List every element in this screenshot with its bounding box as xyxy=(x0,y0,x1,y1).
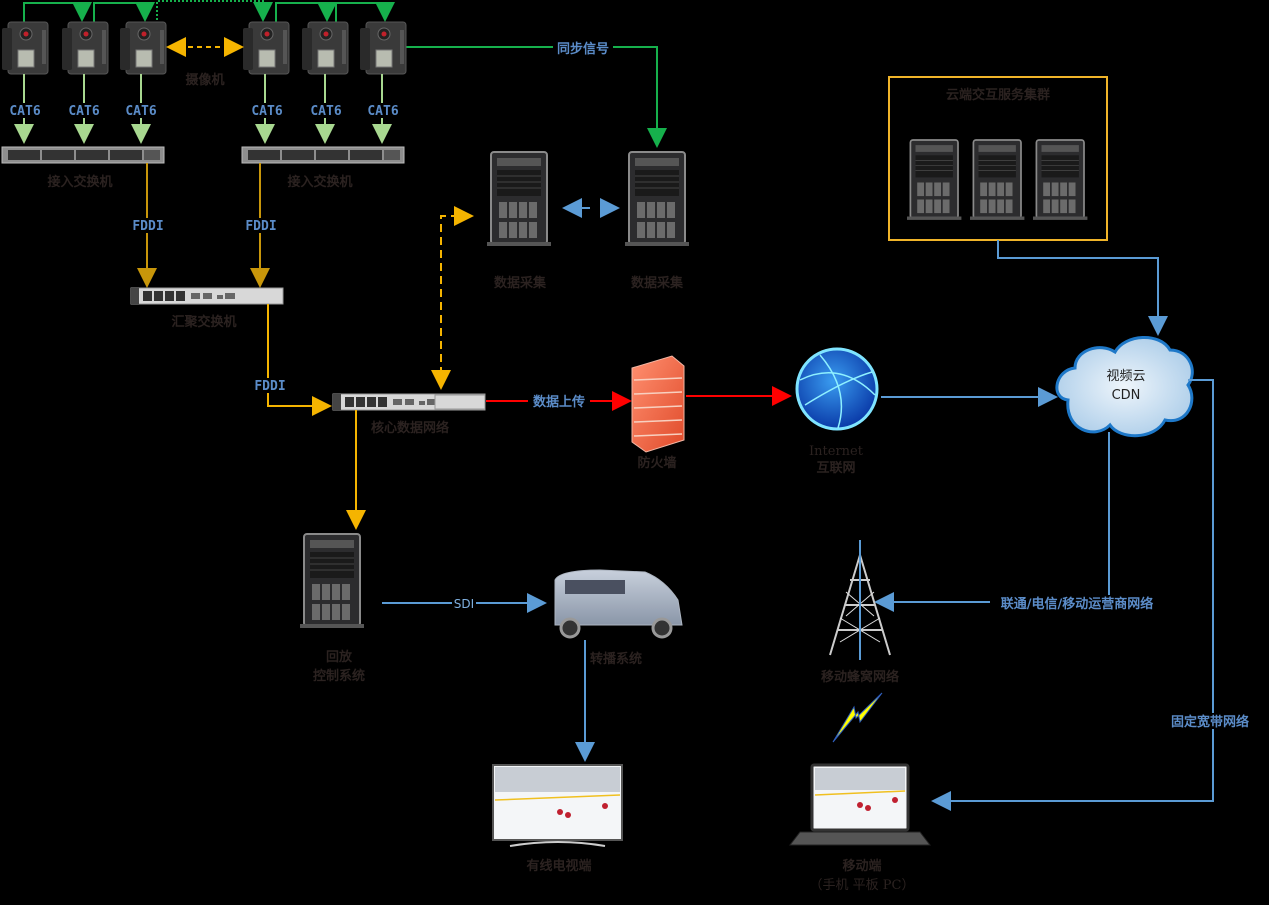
cat6-label: CAT6 xyxy=(310,104,341,119)
internet-label-cn: 互联网 xyxy=(816,461,855,476)
mobile-client-label-line1: 移动端 xyxy=(842,858,881,874)
cable-tv-label: 有线电视端 xyxy=(526,858,591,874)
camera-3[interactable] xyxy=(119,21,167,75)
fddi-label-3: FDDI xyxy=(254,379,285,394)
replay-server[interactable] xyxy=(299,533,365,629)
mobile-client-label-line2: （手机 平板 PC） xyxy=(810,878,915,893)
cell-tower-label: 移动蜂窝网络 xyxy=(821,669,899,685)
cat6-label: CAT6 xyxy=(125,104,156,119)
sdi-label: SDI xyxy=(454,597,474,611)
fddi-link-core xyxy=(267,304,332,416)
capture-link-dashed xyxy=(440,206,474,388)
camera-1[interactable] xyxy=(1,21,49,75)
mobile-client-laptop-icon[interactable] xyxy=(788,763,932,846)
capture-server-2-label: 数据采集 xyxy=(631,275,684,291)
access-switch-2[interactable] xyxy=(241,146,405,164)
sync-signal-label: 同步信号 xyxy=(557,41,609,57)
carrier-label: 联通/电信/移动运营商网络 xyxy=(1001,596,1154,612)
cat6-labels: CAT6 CAT6 CAT6 CAT6 CAT6 CAT6 xyxy=(6,103,402,119)
cloud-cluster-label: 云端交互服务集群 xyxy=(946,87,1050,103)
capture-server-1-label: 数据采集 xyxy=(494,275,547,291)
fddi-label-2: FDDI xyxy=(245,219,276,234)
internet-label-en: Internet xyxy=(809,444,864,459)
camera-5[interactable] xyxy=(301,21,349,75)
replay-label-line2: 控制系统 xyxy=(313,668,365,684)
cell-tower-icon[interactable] xyxy=(829,540,891,660)
cat6-label: CAT6 xyxy=(251,104,282,119)
access-switch-1[interactable] xyxy=(1,146,165,164)
fddi-label-1: FDDI xyxy=(132,219,163,234)
core-switch-label: 核心数据网络 xyxy=(371,420,449,436)
replay-label-line1: 回放 xyxy=(326,649,353,665)
cluster-server-2[interactable] xyxy=(969,139,1026,221)
cluster-server-1[interactable] xyxy=(906,139,963,221)
camera-4[interactable] xyxy=(242,21,290,75)
access-switch-2-label: 接入交换机 xyxy=(287,174,352,190)
camera-6[interactable] xyxy=(359,21,407,75)
broadcast-van-label: 转播系统 xyxy=(590,651,642,667)
cluster-server-3[interactable] xyxy=(1032,139,1089,221)
aggregation-switch[interactable] xyxy=(130,287,284,305)
internet-globe-icon[interactable] xyxy=(795,347,879,431)
cat6-label: CAT6 xyxy=(68,104,99,119)
access-switch-1-label: 接入交换机 xyxy=(47,174,112,190)
firewall-label: 防火墙 xyxy=(637,455,676,471)
capture-server-2[interactable] xyxy=(624,151,690,247)
camera-group xyxy=(1,21,407,75)
broadcast-van-icon[interactable] xyxy=(554,569,683,639)
upload-label: 数据上传 xyxy=(533,394,585,410)
sync-links xyxy=(23,0,667,148)
camera-2[interactable] xyxy=(61,21,109,75)
firewall-icon[interactable] xyxy=(631,355,685,453)
carrier-link xyxy=(874,432,1110,612)
wireless-signal-icon xyxy=(832,692,883,743)
cdn-cloud-icon[interactable] xyxy=(1055,336,1194,438)
cdn-label-line1: 视频云 xyxy=(1106,369,1145,384)
capture-server-1[interactable] xyxy=(486,151,552,247)
cat6-label: CAT6 xyxy=(367,104,398,119)
cat6-label: CAT6 xyxy=(9,104,40,119)
cluster-cdn-link xyxy=(997,240,1168,336)
aggregation-switch-label: 汇聚交换机 xyxy=(171,314,236,330)
broadband-label: 固定宽带网络 xyxy=(1171,714,1249,730)
cdn-label-line2: CDN xyxy=(1112,388,1141,403)
camera-label: 摄像机 xyxy=(185,72,224,88)
broadband-link xyxy=(931,379,1214,811)
cable-tv-icon[interactable] xyxy=(492,764,623,847)
